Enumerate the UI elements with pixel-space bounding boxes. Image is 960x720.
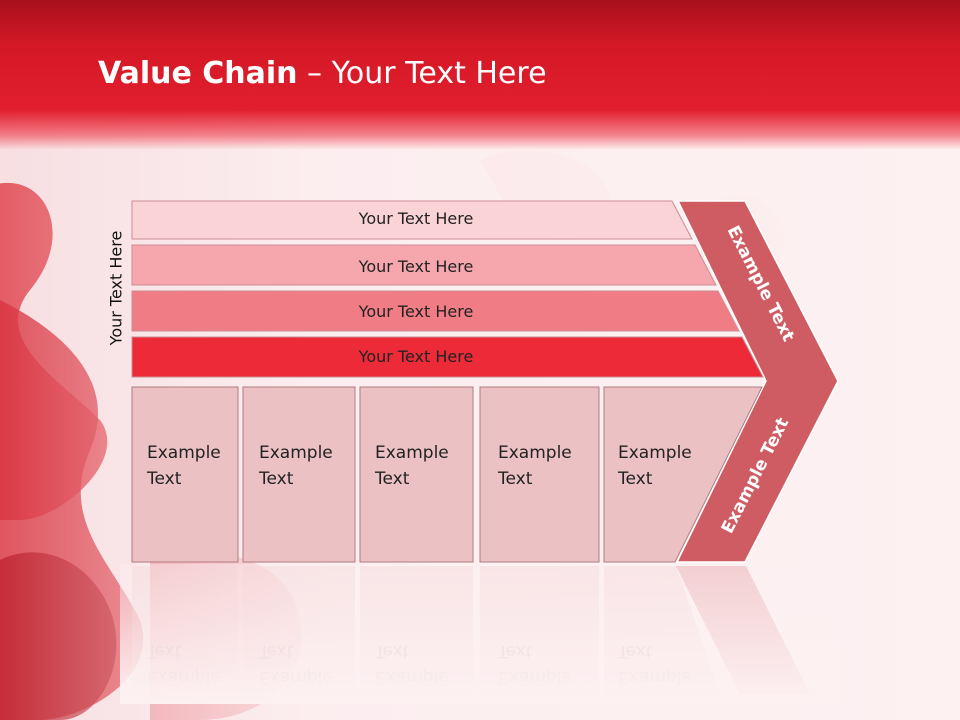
activity-box-1 (131, 386, 239, 563)
box-5-line-2: Text (617, 469, 653, 489)
bar-1-label: Your Text Here (358, 209, 474, 228)
box-5-line-1: Example (618, 443, 692, 463)
activity-box-3 (359, 386, 474, 563)
box-2-line-1: Example (259, 443, 333, 463)
chevron-arrow (675, 200, 839, 563)
box-1-line-2: Text (146, 469, 182, 489)
box-2-line-2: Text (258, 469, 294, 489)
box-3-line-2: Text (374, 469, 410, 489)
title-rest: – Your Text Here (297, 56, 547, 91)
reflection: Example Text Example Text Example Text E… (120, 564, 840, 704)
activity-box-5 (603, 386, 763, 563)
slide-title: Value Chain – Your Text Here (98, 54, 547, 94)
bar-2-label: Your Text Here (358, 257, 474, 276)
bar-4 (131, 336, 764, 378)
activity-box-4 (479, 386, 600, 563)
activity-box-2 (242, 386, 356, 563)
title-banner (0, 0, 960, 150)
box-3-line-1: Example (375, 443, 449, 463)
bar-1 (131, 200, 693, 240)
box-4-line-2: Text (497, 469, 533, 489)
bar-3 (131, 290, 740, 332)
bar-3-label: Your Text Here (358, 302, 474, 321)
bar-4-label: Your Text Here (358, 347, 474, 366)
box-4-line-1: Example (498, 443, 572, 463)
title-bold: Value Chain (98, 56, 298, 91)
box-1-line-1: Example (147, 443, 221, 463)
bar-2 (131, 244, 717, 286)
